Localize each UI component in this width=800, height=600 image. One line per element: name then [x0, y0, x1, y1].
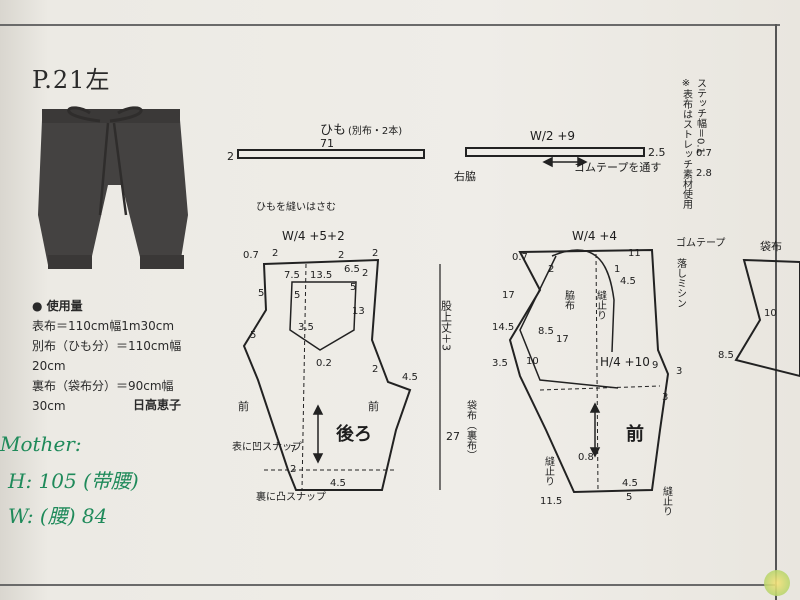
front-dim: 5	[626, 492, 632, 503]
handwritten-note-3: W: (腰) 84	[8, 504, 108, 528]
pocket-dim: 8.5	[718, 350, 734, 361]
stitch-stop-right: 縫止り	[661, 485, 673, 516]
inseam-label: 27	[446, 430, 460, 443]
tie-width: 2	[227, 150, 234, 163]
back-dim: 7	[290, 444, 296, 455]
front-dim: 3	[662, 392, 668, 403]
front-dim: 11.5	[540, 496, 562, 507]
tie-insert-note: ひもを縫いはさむ	[256, 200, 336, 213]
tie-length: 71	[320, 137, 334, 150]
back-dim: 5	[294, 290, 300, 301]
back-dim: 5	[258, 288, 264, 299]
waistband-formula: W/2 +9	[530, 129, 575, 143]
front-dim: 4.5	[622, 478, 638, 489]
front-dim: 10	[526, 356, 539, 367]
back-dim: 2	[362, 268, 368, 279]
stitch-stop-bottom: 縫止り	[543, 455, 555, 486]
back-dim: 6.5	[344, 264, 360, 275]
note-line: 2.8	[696, 168, 712, 179]
pocket-lining-label: 袋布（裏布）	[465, 399, 477, 460]
back-front-label-b: 前	[368, 399, 379, 413]
back-dim: 13.5	[310, 270, 332, 281]
back-dim: 3.5	[298, 322, 314, 333]
material-line: 20cm	[32, 359, 66, 373]
back-dim: 7.5	[284, 270, 300, 281]
front-dim: 2	[548, 264, 554, 275]
back-pocket	[289, 281, 357, 351]
tie-piece	[237, 149, 425, 159]
materials-heading: ● 使用量	[32, 299, 83, 313]
pocket-dim: 10	[764, 308, 777, 319]
handwritten-note-2: H: 105 (带腰)	[8, 469, 139, 493]
topstitch-label: 落しミシン	[675, 258, 687, 308]
back-dim: 2	[372, 248, 378, 259]
waistband-piece	[465, 147, 645, 157]
back-front-label-a: 前	[238, 399, 249, 413]
front-dim: 17	[502, 290, 515, 301]
back-dim: 4.5	[330, 478, 346, 489]
material-line: 表布＝110cm幅1m30cm	[32, 319, 175, 333]
material-line: 別布（ひも分）＝110cm幅	[32, 339, 182, 353]
material-line: 裏布（袋布分）＝90cm幅	[32, 379, 174, 393]
front-dim: 14.5	[492, 322, 514, 333]
back-dim: 13	[352, 306, 365, 317]
elastic-label: ゴムテープ	[676, 236, 725, 249]
back-dim: 5	[350, 282, 356, 293]
materials-list: ● 使用量 表布＝110cm幅1m30cm 別布（ひも分）＝110cm幅 20c…	[32, 296, 181, 416]
shorts-photo	[38, 106, 188, 269]
front-dim: 17	[556, 334, 569, 345]
back-dim: 4.5	[402, 372, 418, 383]
right-border	[775, 24, 777, 600]
right-side-label: 右脇	[454, 169, 476, 183]
page-title: P.21左	[32, 66, 111, 94]
material-line: 30cm	[32, 399, 66, 413]
elastic-through-label: ゴムテープを通す	[574, 160, 661, 174]
back-top-formula: W/4 +5+2	[282, 229, 345, 243]
front-dim: 3	[676, 366, 682, 377]
back-dim: 2	[290, 464, 296, 475]
rise-label: 股上丈＋3	[440, 300, 453, 351]
front-dim: 0.8	[578, 452, 594, 463]
front-piece-label: 前	[626, 423, 644, 445]
front-dim: 8.5	[538, 326, 554, 337]
bottom-divider	[0, 584, 775, 586]
back-dim: 2	[338, 250, 344, 261]
front-dim: 0.7	[512, 252, 528, 263]
tie-label: ひも	[320, 123, 346, 138]
front-dim: 4.5	[620, 276, 636, 287]
top-divider	[0, 24, 780, 26]
note-line: ※表布はストレッチ素材使用	[681, 78, 693, 210]
note-line: ステッチ幅＝0.1	[695, 78, 707, 154]
back-dim: 0.2	[316, 358, 332, 369]
site-logo	[764, 570, 790, 596]
back-pants-piece	[242, 258, 412, 491]
handwritten-note-1: Mother:	[0, 432, 82, 456]
back-dim: 5	[250, 330, 256, 341]
snap-back-note: 裏に凸スナップ	[256, 490, 326, 503]
back-dim: 2	[272, 248, 278, 259]
pocket-bag-label: 袋布	[760, 239, 782, 253]
front-hip-formula: H/4 +10	[600, 355, 650, 369]
stitch-stop-label: 縫止り	[595, 289, 607, 320]
pocket-bag-piece	[734, 258, 800, 378]
front-dim: 11	[628, 248, 641, 259]
front-dim: 1	[614, 264, 620, 275]
author-name: 日高恵子	[133, 398, 182, 412]
note-line: 0.7	[696, 148, 712, 159]
front-pants-piece	[508, 248, 670, 494]
tie-sub-label: (別布・2本)	[348, 124, 402, 137]
back-dim: 0.7	[243, 250, 259, 261]
snap-front-note: 表に凹スナップ	[232, 440, 302, 453]
front-dim: 3.5	[492, 358, 508, 369]
back-dim: 2	[372, 364, 378, 375]
waistband-width: 2.5	[648, 146, 666, 159]
back-piece-label: 後ろ	[336, 423, 372, 445]
front-dim: 9	[652, 360, 658, 371]
side-panel-label: 脇布	[563, 290, 575, 311]
front-top-formula: W/4 +4	[572, 229, 617, 243]
